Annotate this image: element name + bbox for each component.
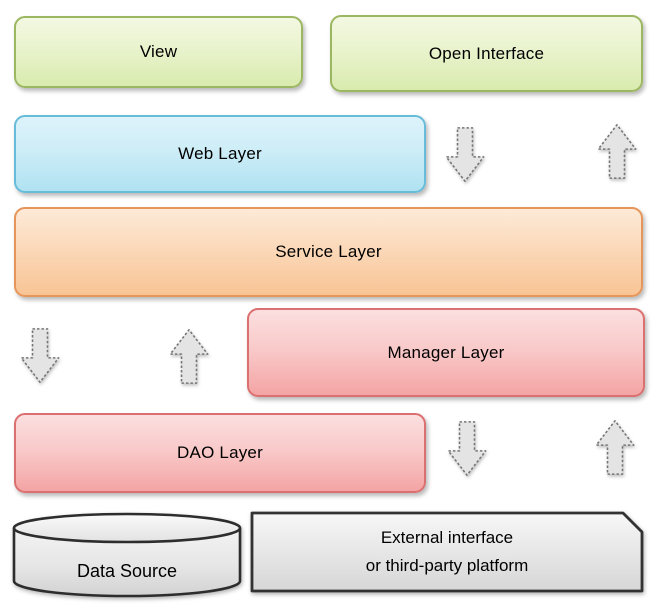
down-arrow-icon (446, 420, 488, 478)
dao-layer-label: DAO Layer (177, 443, 263, 462)
up-arrow-icon (168, 327, 210, 385)
view-box: View (14, 16, 303, 88)
data-source-cylinder: Data Source (11, 511, 243, 599)
open-interface-box: Open Interface (330, 15, 643, 92)
notched-rectangle-shape (250, 511, 644, 593)
service-layer-box: Service Layer (14, 207, 643, 297)
data-source-label: Data Source (76, 560, 178, 581)
external-interface-label: External interface or third-party platfo… (250, 511, 644, 593)
external-interface-box: External interface or third-party platfo… (250, 511, 644, 593)
manager-layer-box: Manager Layer (247, 308, 645, 397)
web-layer-box: Web Layer (14, 115, 426, 193)
external-interface-line2: or third-party platform (365, 556, 529, 575)
service-layer-label: Service Layer (275, 242, 382, 261)
database-cylinder-icon (12, 512, 242, 598)
up-arrow-icon (596, 122, 638, 180)
open-interface-label: Open Interface (428, 43, 545, 63)
external-interface-line1: External interface (380, 528, 514, 547)
down-arrow-icon (444, 126, 486, 184)
manager-layer-label: Manager Layer (387, 342, 505, 362)
down-arrow-icon (19, 327, 61, 385)
dao-layer-box: DAO Layer (14, 413, 426, 493)
web-layer-label: Web Layer (178, 144, 262, 163)
view-label: View (139, 42, 178, 61)
up-arrow-icon (594, 418, 636, 476)
